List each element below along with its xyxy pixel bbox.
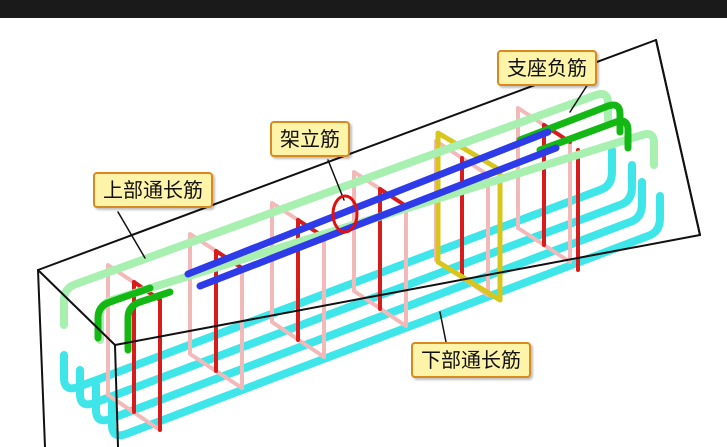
top-continuous-label: 上部通长筋: [93, 172, 213, 208]
support-negative-label: 支座负筋: [497, 50, 597, 86]
support-negative-bars: [94, 101, 632, 354]
bottom-continuous-bars: [60, 146, 664, 440]
beam-frame-front: [37, 39, 701, 447]
erection-bars: [184, 128, 560, 290]
callout-pointers: [117, 83, 589, 343]
red-stirrups: [132, 123, 580, 432]
bottom-continuous-label: 下部通长筋: [411, 342, 531, 378]
erection-bar-label: 架立筋: [270, 121, 350, 157]
top-bar: [0, 0, 727, 18]
erection-bar-highlight: [331, 194, 359, 234]
